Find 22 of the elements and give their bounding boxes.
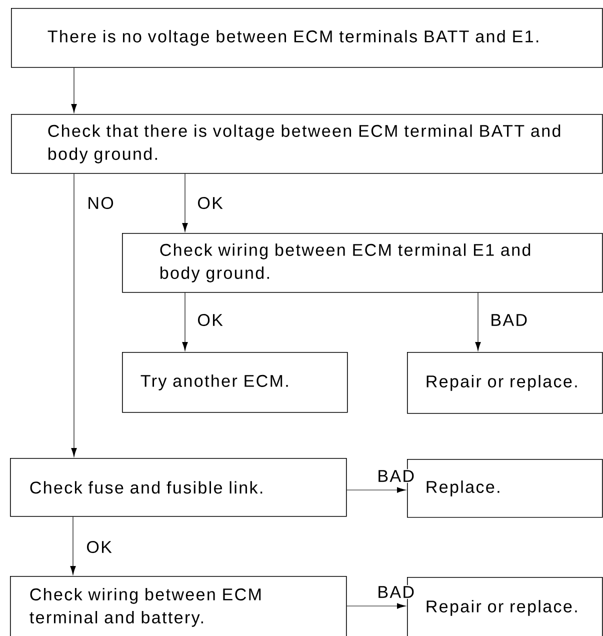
arrow <box>70 516 76 575</box>
edge-label: OK <box>196 196 224 210</box>
process-box: Repair or replace. <box>407 352 603 414</box>
arrow <box>182 174 188 232</box>
process-box: Try another ECM. <box>122 352 348 413</box>
edge-label: BAD <box>376 585 416 599</box>
arrow <box>182 292 188 351</box>
process-box: Check that there is voltage between ECM terminal BATT and body ground. <box>11 114 603 174</box>
edge-label: BAD <box>376 469 416 483</box>
arrow <box>346 603 406 609</box>
process-box: There is no voltage between ECM terminals BATT and E1. <box>11 8 603 68</box>
arrow <box>71 174 77 457</box>
arrow <box>475 292 481 351</box>
edge-label: OK <box>196 312 224 328</box>
edge-label: BAD <box>489 313 529 327</box>
process-box: Check fuse and fusible link. <box>10 458 347 517</box>
arrow <box>346 487 406 493</box>
process-box: Check wiring between ECM terminal and battery. <box>10 576 347 636</box>
edge-label: NO <box>86 196 115 210</box>
arrow <box>71 68 77 113</box>
process-box: Check wiring between ECM terminal E1 and body ground. <box>122 233 603 293</box>
edge-label: OK <box>85 540 113 554</box>
